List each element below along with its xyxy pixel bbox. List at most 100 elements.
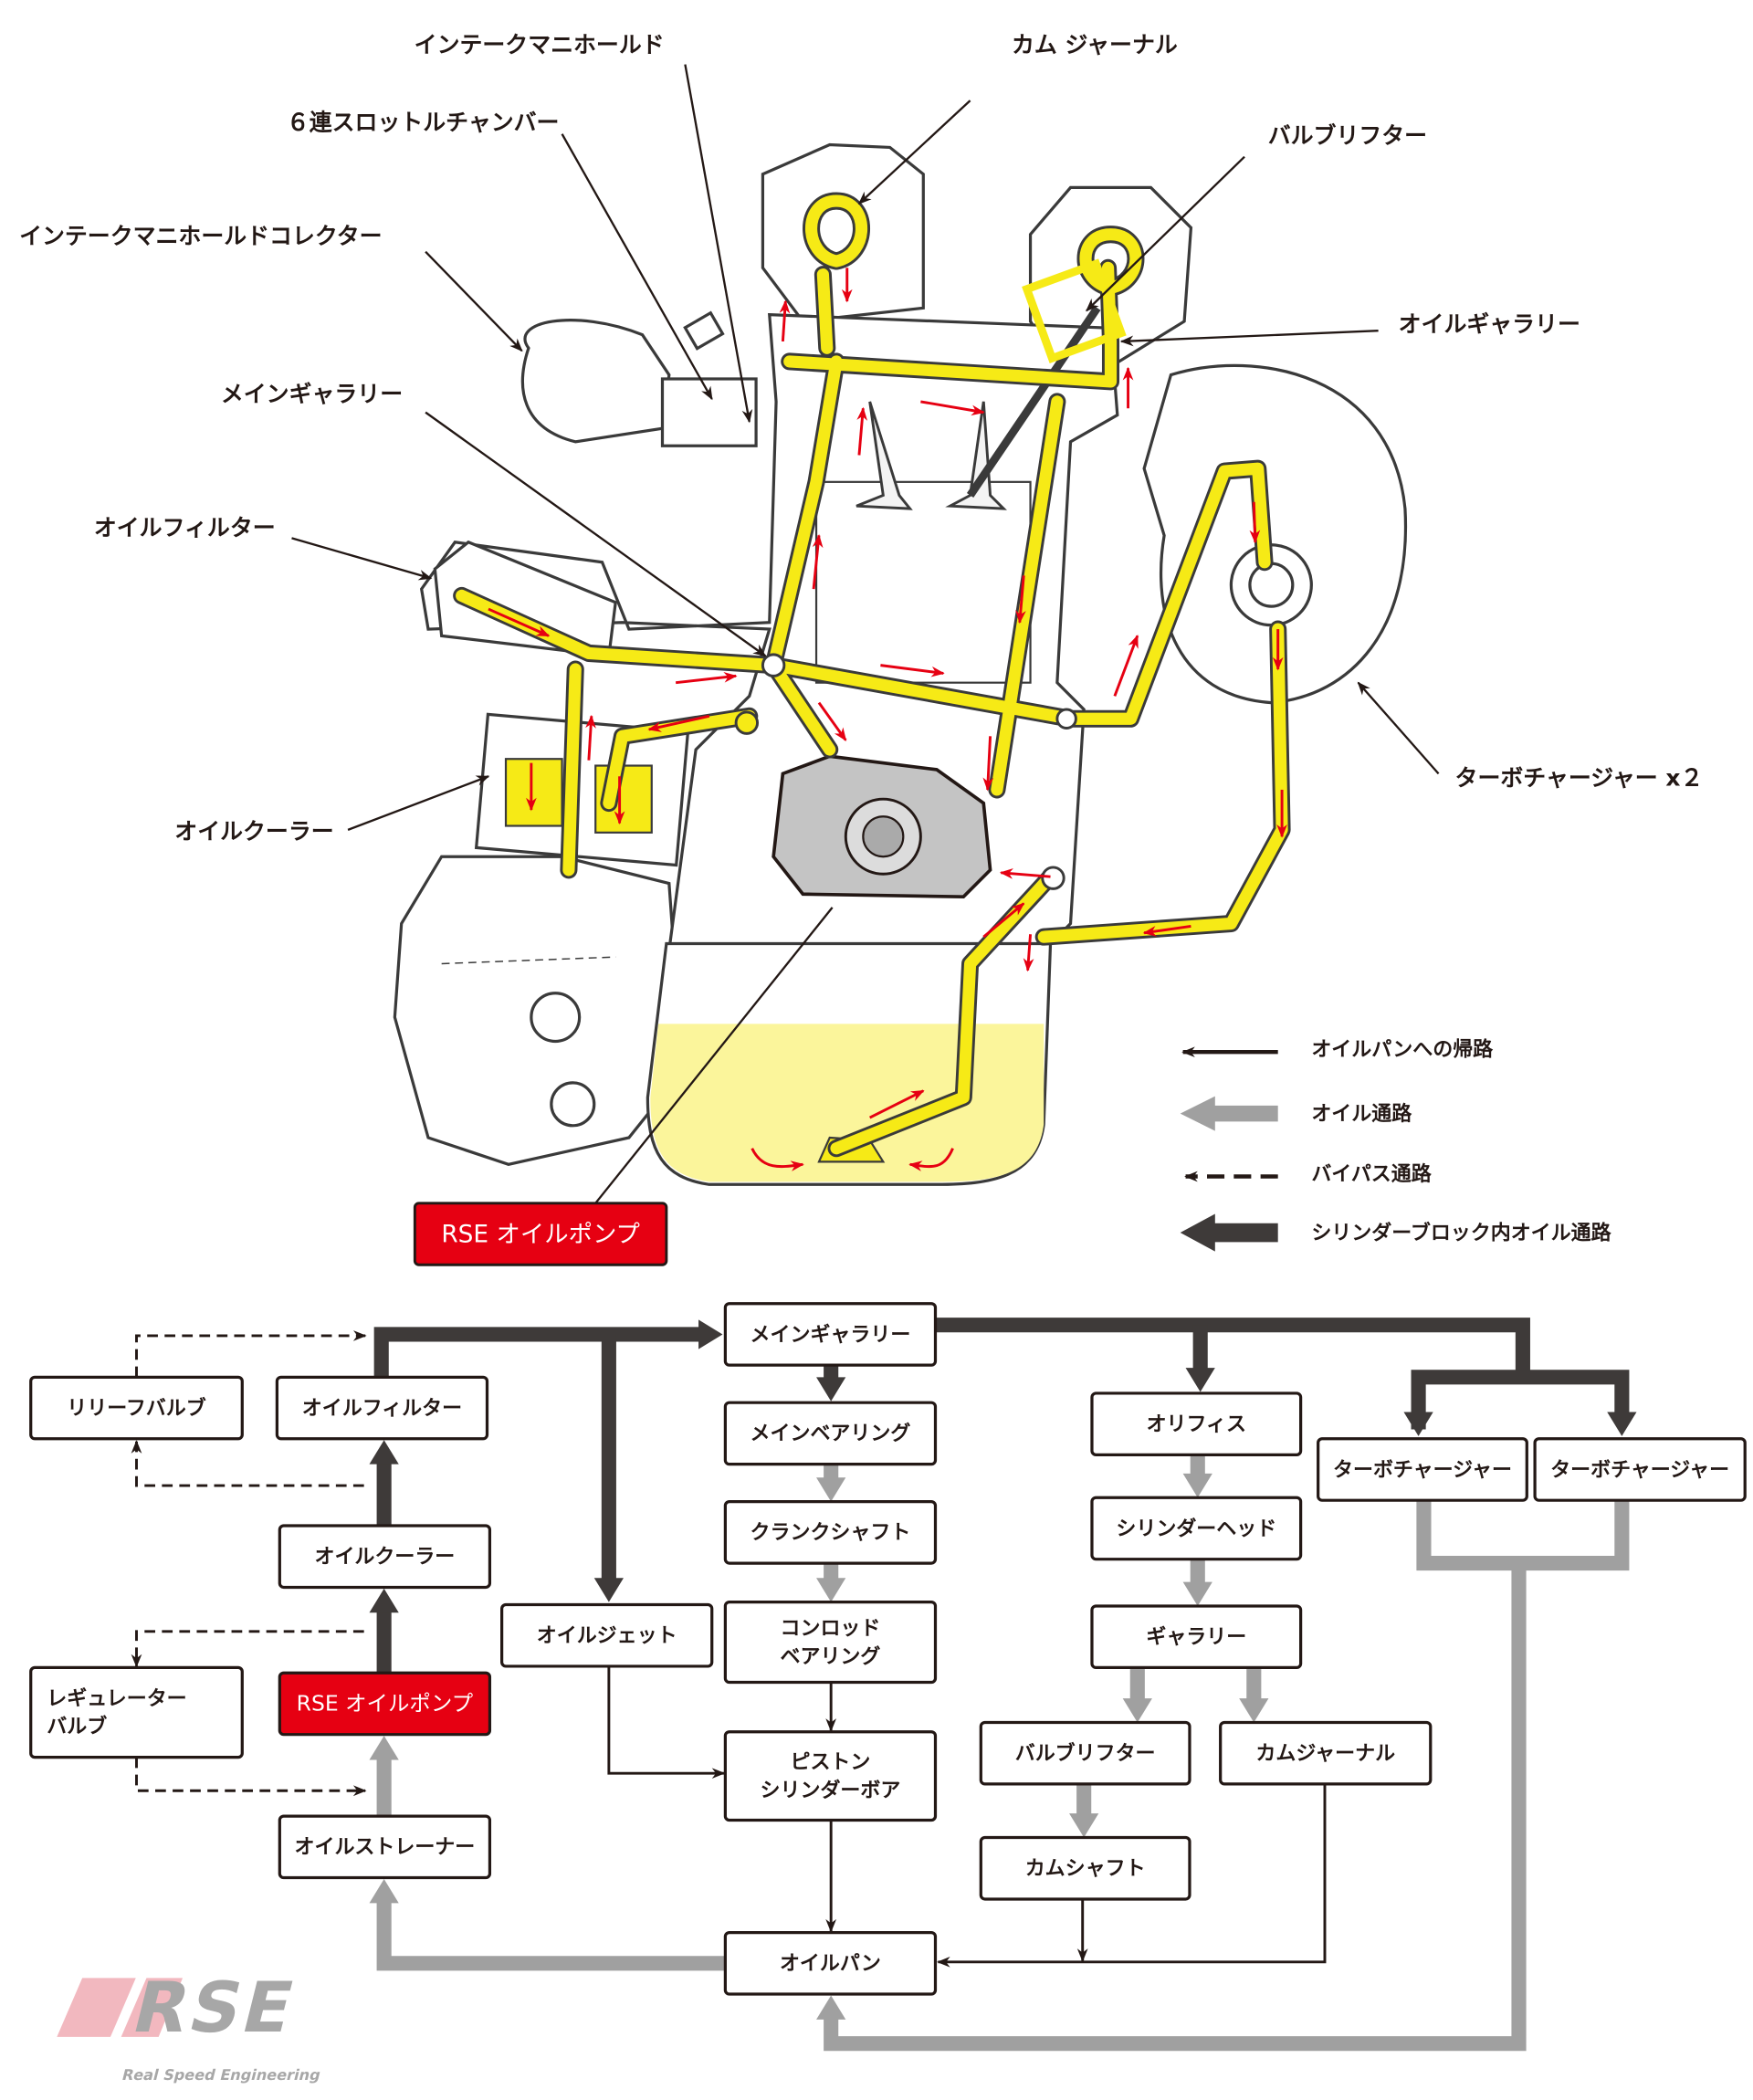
flow-box-oil-jet: オイルジェット <box>500 1602 714 1668</box>
legend-label: バイパス通路 <box>1311 1162 1432 1186</box>
box-label: バルブ <box>47 1715 107 1738</box>
flow-chart: メインギャラリーメインベアリングクランクシャフトコンロッドベアリングピストンシリ… <box>29 1302 1747 2052</box>
arrowhead-icon <box>1185 1368 1215 1392</box>
flow-box-cyl-head: シリンダーヘッド <box>1090 1496 1303 1561</box>
bypass-path <box>131 1440 364 1487</box>
red-arrow <box>817 701 847 741</box>
oil-level <box>650 1024 1044 1182</box>
box-label: レギュレーター <box>47 1687 186 1710</box>
flow-arrows <box>488 268 1287 1171</box>
arrowhead-icon <box>1182 1581 1212 1606</box>
arrowhead-icon <box>698 1319 723 1349</box>
box-frame <box>723 1600 938 1685</box>
arrowhead-icon <box>1182 1473 1212 1498</box>
box-label: シリンダーボア <box>761 1779 901 1802</box>
dark-path <box>373 1327 701 1378</box>
box-label: ターボチャージャー <box>1550 1459 1729 1482</box>
flow-box-turbo2: ターボチャージャー <box>1533 1437 1747 1502</box>
label-turbo: ターボチャージャー x２ <box>1455 765 1704 792</box>
arrowhead-icon <box>369 1736 399 1760</box>
box-frame <box>1317 1437 1528 1502</box>
throttle-body <box>660 377 758 447</box>
oil-filter-body <box>433 540 617 658</box>
red-arrow <box>751 1148 804 1171</box>
leader-lines <box>291 64 1440 1204</box>
flow-box-cam-journal: カムジャーナル <box>1219 1720 1433 1786</box>
box-frame <box>1219 1720 1433 1786</box>
box-frame <box>275 1375 489 1441</box>
arrowhead-icon <box>816 1995 846 2020</box>
box-label: オイルフィルター <box>302 1397 462 1420</box>
box-frame <box>278 1671 492 1737</box>
red-arrow <box>908 1148 954 1171</box>
label-oil-pump: RSE オイルポンプ <box>441 1221 640 1248</box>
cylinder-head-left <box>761 142 925 323</box>
legend-label: オイル通路 <box>1311 1102 1412 1126</box>
gear-circle <box>550 1081 596 1128</box>
red-arrow <box>1023 934 1034 972</box>
box-label: ギャラリー <box>1146 1626 1246 1649</box>
box-frame <box>29 1665 244 1759</box>
legend-gray-arrow <box>1180 1096 1278 1131</box>
arrowhead-icon <box>1403 1412 1433 1436</box>
box-frame <box>723 1730 938 1822</box>
box-label: バルブリフター <box>1015 1742 1156 1766</box>
arrowhead-icon <box>369 1588 399 1613</box>
box-label: リリーフバルブ <box>67 1396 205 1420</box>
box-label: オイルクーラー <box>314 1546 455 1569</box>
turbocharger-housing <box>1142 363 1408 705</box>
arrowhead-icon <box>816 1477 846 1502</box>
oil-pump-label-box <box>413 1202 668 1266</box>
oil-passages <box>453 192 1291 1158</box>
bypass-path <box>135 1330 367 1378</box>
arrowhead-icon <box>1069 1813 1099 1838</box>
flow-box-gallery: ギャラリー <box>1090 1604 1303 1670</box>
red-arrow <box>1113 635 1139 697</box>
box-label: ターボチャージャー <box>1333 1459 1512 1482</box>
pump-rotor-center <box>862 815 905 858</box>
legend-dark-arrow <box>1180 1213 1278 1252</box>
label-oil-cooler: オイルクーラー <box>174 818 333 845</box>
box-label: カムシャフト <box>1025 1858 1146 1881</box>
box-label: オイルストレーナー <box>295 1836 476 1859</box>
flow-connectors <box>131 1318 1637 2052</box>
bypass-path <box>135 1757 367 1797</box>
component-labels: インテークマニホールド カム ジャーナル ６連スロットルチャンバー バルブリフタ… <box>19 31 1704 1266</box>
logo-mark: RSE <box>125 1968 305 2049</box>
arrowhead-icon <box>1239 1698 1269 1723</box>
flow-box-main-bearing: メインベアリング <box>723 1401 938 1466</box>
label-oil-gallery: オイルギャラリー <box>1399 311 1580 338</box>
gray-path <box>824 1563 1527 2052</box>
red-arrow <box>920 400 985 416</box>
flow-box-cooler: オイルクーラー <box>278 1524 492 1590</box>
arrowhead-icon <box>593 1578 624 1602</box>
flow-box-main-gallery: メインギャラリー <box>723 1302 938 1367</box>
valve-stem <box>966 305 1101 498</box>
gray-path <box>1416 1500 1630 1571</box>
flow-box-relief: リリーフバルブ <box>29 1375 244 1441</box>
red-arrow <box>1015 575 1026 625</box>
valve <box>945 401 1007 510</box>
red-arrow <box>1142 924 1191 937</box>
flow-box-turbo1: ターボチャージャー <box>1317 1437 1528 1502</box>
arrowhead-icon <box>369 1440 399 1465</box>
dark-path <box>1411 1370 1630 1430</box>
box-label: メインベアリング <box>751 1422 911 1445</box>
arrowhead-icon <box>1607 1412 1637 1436</box>
label-valve-lifter: バルブリフター <box>1268 122 1427 149</box>
box-label: カムジャーナル <box>1255 1743 1395 1766</box>
junction <box>761 653 786 677</box>
return-path <box>607 1665 726 1780</box>
box-frame <box>723 1930 938 1996</box>
cooler-core <box>504 758 563 827</box>
lifter-outline <box>1022 258 1127 363</box>
valve <box>856 401 913 510</box>
red-arrow <box>585 714 596 761</box>
box-frame <box>979 1720 1191 1786</box>
box-frame <box>1533 1437 1747 1502</box>
box-frame <box>1090 1391 1303 1456</box>
arrowhead-icon <box>369 1878 399 1904</box>
flow-box-oil-pan: オイルパン <box>723 1930 938 1996</box>
